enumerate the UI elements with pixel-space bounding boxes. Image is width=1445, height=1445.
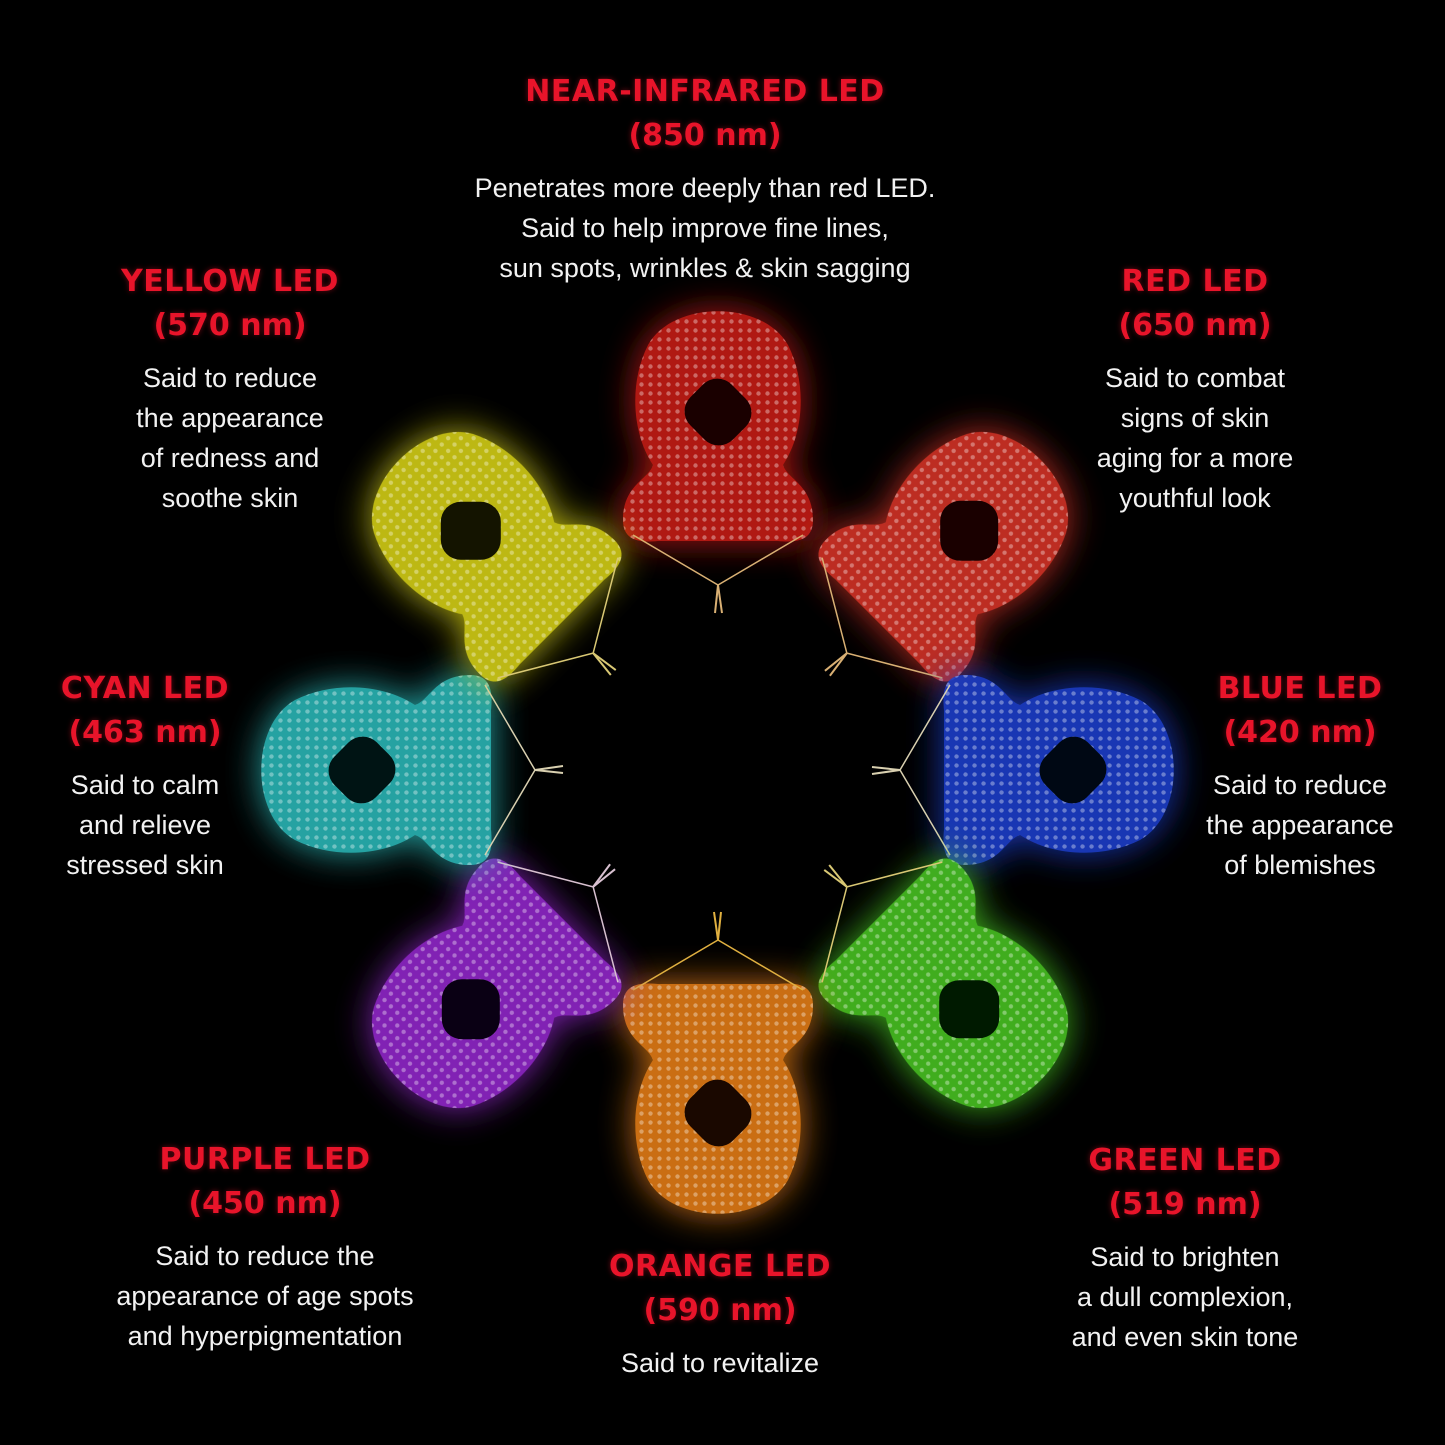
led-wavelength: (463 nm) bbox=[68, 715, 222, 750]
led-title: CYAN LED bbox=[60, 671, 230, 706]
led-description: Penetrates more deeply than red LED. Sai… bbox=[474, 173, 936, 283]
led-title: YELLOW LED bbox=[121, 264, 339, 299]
led-title: GREEN LED bbox=[1088, 1143, 1282, 1178]
cyan-mask-icon bbox=[261, 675, 564, 865]
led-wavelength: (850 nm) bbox=[628, 118, 782, 153]
green-mask-icon bbox=[810, 850, 1108, 1148]
label-orange: ORANGE LED (590 nm) Said to revitalize bbox=[570, 1245, 870, 1383]
led-title: NEAR-INFRARED LED bbox=[525, 74, 885, 109]
label-green: GREEN LED (519 nm) Said to brighten a du… bbox=[1030, 1139, 1340, 1357]
label-near-infrared: NEAR-INFRARED LED (850 nm) Penetrates mo… bbox=[405, 70, 1005, 288]
led-wavelength: (450 nm) bbox=[188, 1186, 342, 1221]
led-title: PURPLE LED bbox=[159, 1142, 371, 1177]
label-blue: BLUE LED (420 nm) Said to reduce the app… bbox=[1165, 667, 1435, 885]
led-title: BLUE LED bbox=[1217, 671, 1383, 706]
led-description: Said to reduce the appearance of blemish… bbox=[1206, 770, 1394, 880]
led-wavelength: (420 nm) bbox=[1223, 715, 1377, 750]
led-description: Said to revitalize bbox=[620, 1348, 820, 1378]
led-title: RED LED bbox=[1121, 264, 1269, 299]
led-description: Said to combat signs of skin aging for a… bbox=[1096, 363, 1294, 513]
red-mask-icon bbox=[810, 392, 1108, 690]
label-purple: PURPLE LED (450 nm) Said to reduce the a… bbox=[70, 1138, 460, 1356]
orange-mask-icon bbox=[623, 911, 813, 1214]
near-infrared-mask-icon bbox=[623, 311, 813, 614]
label-red: RED LED (650 nm) Said to combat signs of… bbox=[1045, 260, 1345, 518]
yellow-mask-icon bbox=[332, 392, 630, 690]
led-description: Said to brighten a dull complexion, and … bbox=[1071, 1242, 1299, 1352]
label-cyan: CYAN LED (463 nm) Said to calm and relie… bbox=[10, 667, 280, 885]
led-wavelength: (590 nm) bbox=[643, 1293, 797, 1328]
led-title: ORANGE LED bbox=[608, 1249, 831, 1284]
led-description: Said to calm and relieve stressed skin bbox=[66, 770, 224, 880]
led-description: Said to reduce the appearance of age spo… bbox=[116, 1241, 414, 1351]
led-wavelength: (570 nm) bbox=[153, 308, 307, 343]
label-yellow: YELLOW LED (570 nm) Said to reduce the a… bbox=[80, 260, 380, 518]
purple-mask-icon bbox=[332, 850, 630, 1148]
led-wavelength: (650 nm) bbox=[1118, 308, 1272, 343]
blue-mask-icon bbox=[871, 675, 1174, 865]
led-description: Said to reduce the appearance of redness… bbox=[136, 363, 324, 513]
led-wavelength: (519 nm) bbox=[1108, 1187, 1262, 1222]
